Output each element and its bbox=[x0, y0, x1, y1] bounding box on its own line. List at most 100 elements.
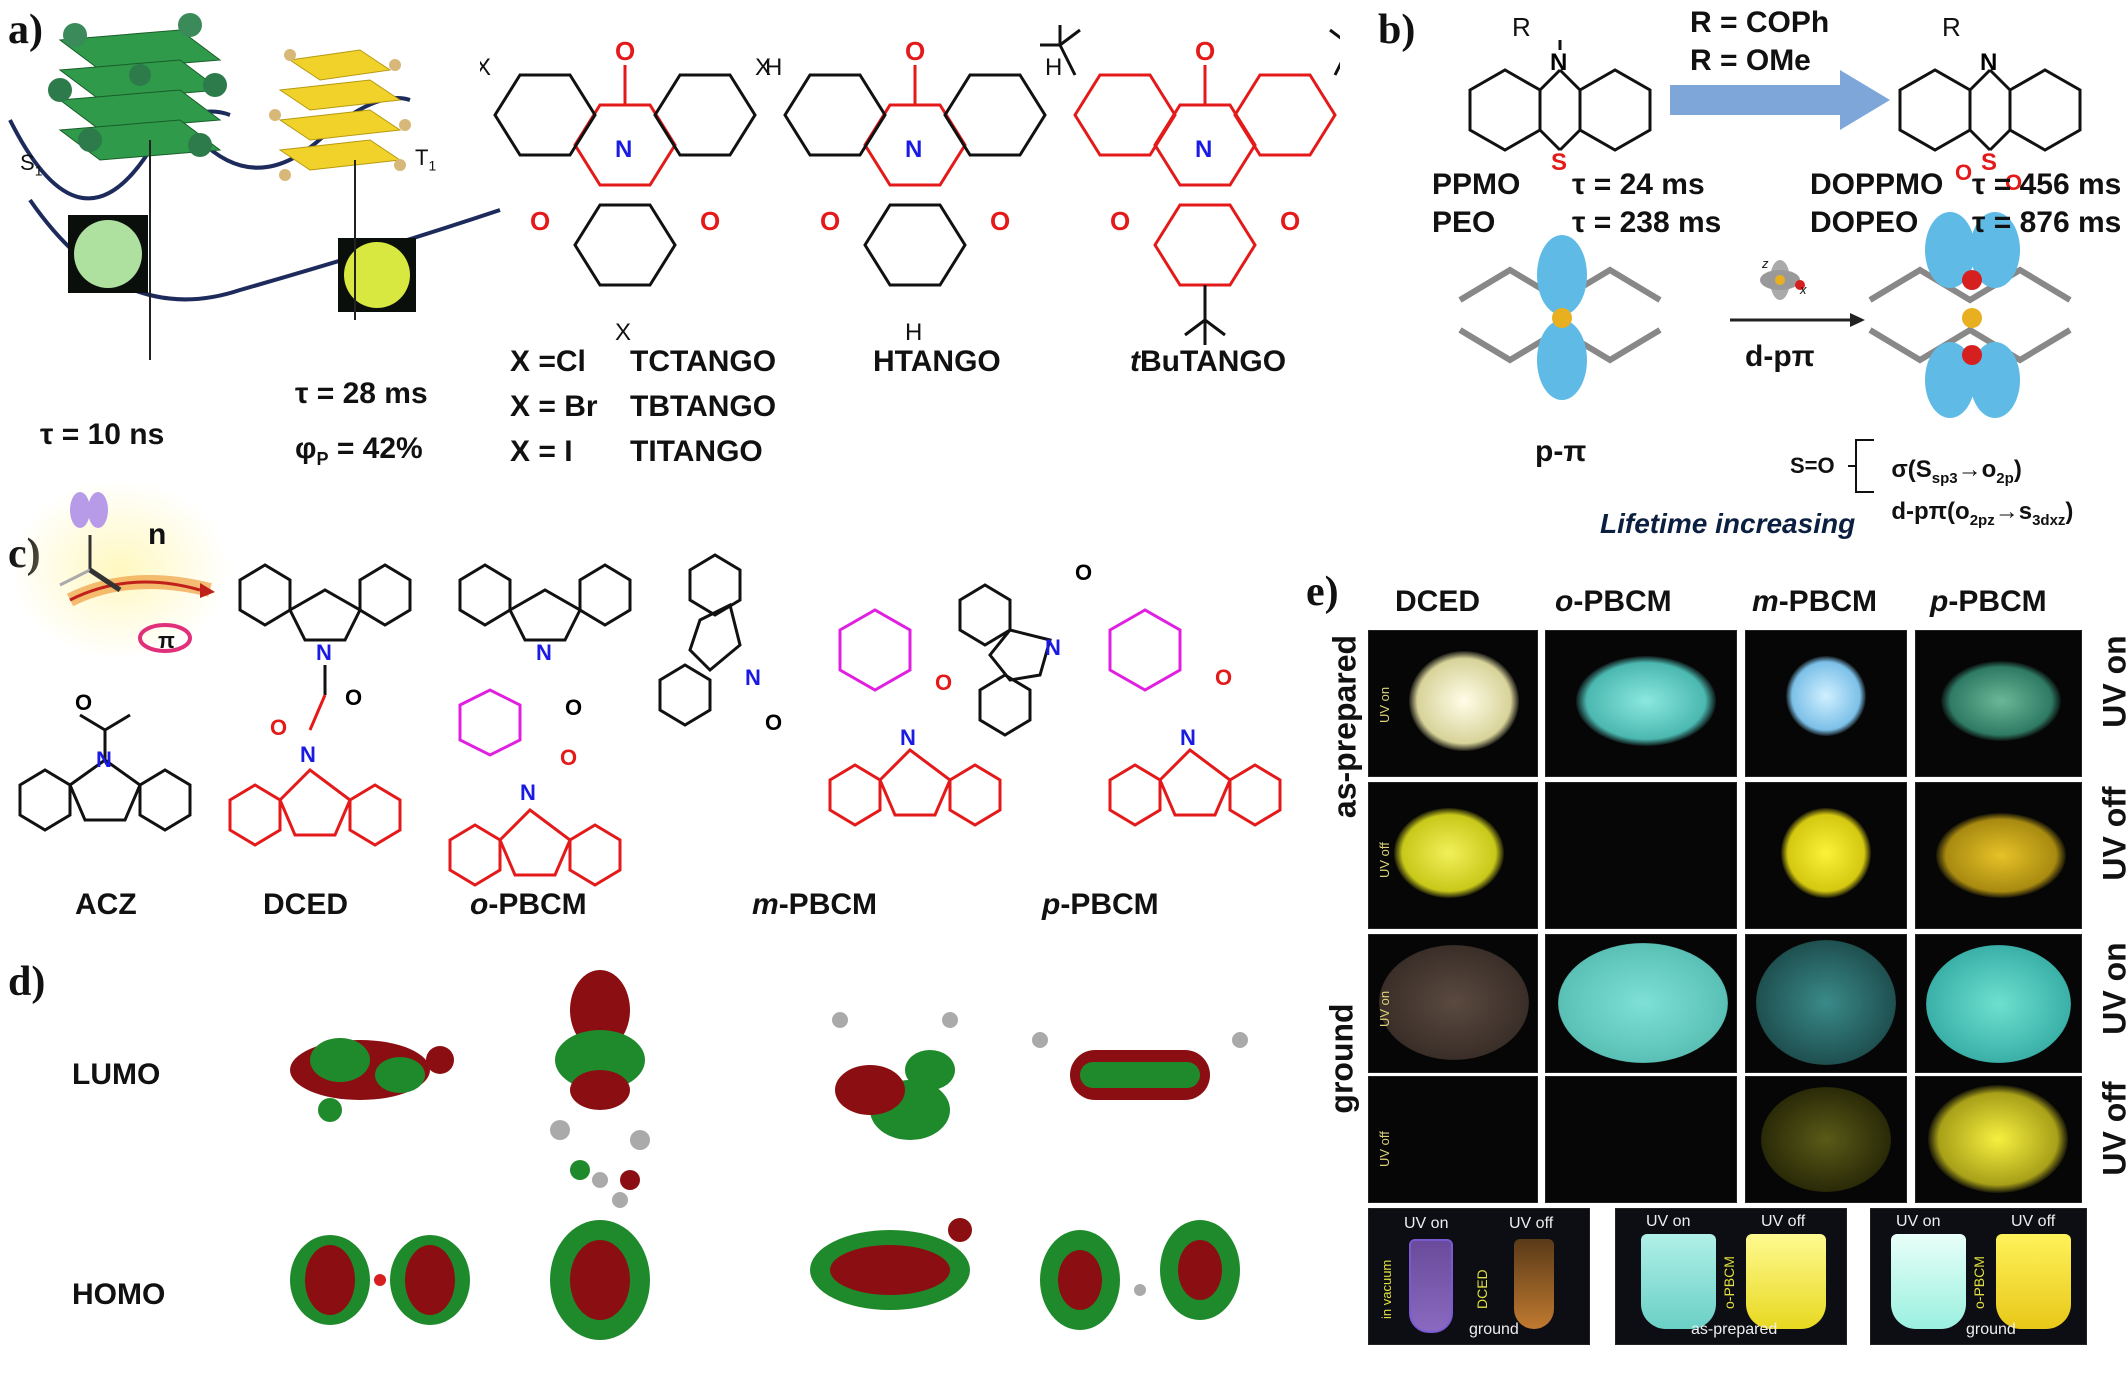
homo-o-pbcm bbox=[550, 1172, 650, 1340]
vial3-uv-on: UV on bbox=[1896, 1213, 1941, 1230]
svg-text:O: O bbox=[1110, 206, 1130, 236]
svg-text:N: N bbox=[1195, 136, 1212, 163]
svg-text:S: S bbox=[1551, 149, 1567, 176]
doppmo-label: DOPPMO bbox=[1810, 168, 1944, 201]
svg-text:N: N bbox=[745, 665, 761, 690]
homo-p-pbcm bbox=[1040, 1220, 1240, 1330]
col-header-p-pbcm: p-PBCM bbox=[1930, 585, 2047, 618]
peo-label: PEO bbox=[1432, 206, 1496, 239]
svg-text:O: O bbox=[1075, 560, 1092, 585]
panel-b-structures: N S N S O O bbox=[1458, 40, 2082, 418]
svg-text:H: H bbox=[765, 54, 782, 81]
m-pbcm-structure: N O O N bbox=[658, 553, 1002, 827]
o-pbcm-structure: N O O N bbox=[448, 563, 632, 887]
m-pbcm-label: m-PBCM bbox=[752, 888, 878, 921]
vial1-in-vacuum: in vacuum bbox=[1379, 1259, 1394, 1319]
d-ppi-label: d-pπ bbox=[1745, 340, 1815, 373]
green-stack-illustration bbox=[48, 13, 227, 161]
p-pi-label: p-π bbox=[1535, 435, 1587, 468]
d-ppi-orbital bbox=[1868, 212, 2072, 418]
t1-label: T1 bbox=[415, 145, 437, 174]
orbital-renderings bbox=[290, 970, 1248, 1340]
photo-o-pbcm-asprep-uvon bbox=[1545, 630, 1737, 777]
svg-text:O: O bbox=[905, 36, 925, 66]
p-pbcm-structure: N O O N bbox=[958, 560, 1282, 827]
doppmo-tau: τ = 456 ms bbox=[1972, 168, 2122, 201]
p-pbcm-label: p-PBCM bbox=[1042, 888, 1159, 921]
tau-fluorescence-label: τ = 10 ns bbox=[40, 418, 165, 451]
peo-tau: τ = 238 ms bbox=[1572, 206, 1722, 239]
tango-row-1-name: TCTANGO bbox=[630, 345, 777, 378]
svg-text:N: N bbox=[300, 742, 316, 767]
photo-p-pbcm-ground-uvon bbox=[1915, 934, 2082, 1073]
axis-z-label: z bbox=[1762, 256, 1769, 271]
svg-text:O: O bbox=[820, 206, 840, 236]
svg-text:N: N bbox=[900, 725, 916, 750]
svg-text:X: X bbox=[480, 54, 491, 81]
photo-m-pbcm-asprep-uvoff bbox=[1745, 782, 1907, 929]
panel-d-letter: d) bbox=[8, 959, 46, 1005]
vial1-dced: DCED bbox=[1474, 1269, 1490, 1309]
svg-text:N: N bbox=[615, 136, 632, 163]
svg-text:N: N bbox=[96, 747, 112, 772]
acz-label: ACZ bbox=[75, 888, 137, 921]
row-label-as-prepared: as-prepared bbox=[1326, 634, 1363, 819]
vial1-uv-off: UV off bbox=[1509, 1215, 1554, 1232]
svg-text:O: O bbox=[345, 685, 362, 710]
htango-structure: O O O N H H H bbox=[765, 36, 1062, 345]
lumo-p-pbcm bbox=[1032, 1032, 1248, 1100]
photo-p-pbcm-ground-uvoff bbox=[1915, 1076, 2082, 1203]
svg-text:O: O bbox=[1280, 206, 1300, 236]
tbutango-label: tBuTANGO bbox=[1130, 345, 1287, 378]
vial1-ground: ground bbox=[1469, 1321, 1519, 1338]
tango-row-3-name: TITANGO bbox=[630, 435, 763, 468]
vial-photo-dced: UV on UV off in vacuum DCED ground bbox=[1368, 1208, 1590, 1345]
r-label-left: R bbox=[1512, 12, 1531, 42]
svg-text:O: O bbox=[1955, 160, 1972, 185]
svg-text:N: N bbox=[316, 640, 332, 665]
svg-text:O: O bbox=[615, 36, 635, 66]
lifetime-increasing-label: Lifetime increasing bbox=[1600, 508, 1856, 539]
acz-structure: N O bbox=[18, 690, 192, 832]
p-pi-orbital bbox=[1458, 235, 1662, 400]
col-header-o-pbcm: o-PBCM bbox=[1555, 585, 1672, 618]
svg-text:S: S bbox=[1981, 149, 1997, 176]
svg-text:O: O bbox=[565, 695, 582, 720]
tbutango-structure: O O O N bbox=[1040, 25, 1340, 345]
photo-dced-ground-uvon: UV on bbox=[1368, 934, 1538, 1073]
dced-label: DCED bbox=[263, 888, 349, 921]
svg-text:O: O bbox=[1195, 36, 1215, 66]
tango-structures: O O O N X X X O O O N H H H O O O N bbox=[480, 25, 1340, 345]
n-label: n bbox=[148, 518, 167, 551]
svg-text:O: O bbox=[700, 206, 720, 236]
lumo-m-pbcm bbox=[832, 1012, 958, 1140]
row-right-uv-off-1: UV off bbox=[2096, 786, 2128, 881]
vial1-uv-on: UV on bbox=[1404, 1215, 1449, 1232]
tango-row-2-name: TBTANGO bbox=[630, 390, 777, 423]
svg-text:N: N bbox=[905, 136, 922, 163]
vial3-o-pbcm: o-PBCM bbox=[1971, 1256, 1987, 1309]
photo-dced-asprep-uvoff: UV off bbox=[1368, 782, 1538, 929]
lumo-o-pbcm bbox=[550, 970, 650, 1190]
svg-text:N: N bbox=[536, 640, 552, 665]
svg-text:H: H bbox=[905, 319, 922, 345]
svg-text:X: X bbox=[755, 54, 771, 81]
sigma-label: σ(Ssp3→o2p) bbox=[1891, 456, 2022, 487]
dopeo-label: DOPEO bbox=[1810, 206, 1919, 239]
tango-row-1: X =Cl bbox=[510, 345, 586, 378]
s-o-label: S=O bbox=[1790, 453, 1835, 478]
tango-row-3: X = I bbox=[510, 435, 573, 468]
svg-text:O: O bbox=[2005, 170, 2022, 195]
photo-dced-asprep-uvon: UV on bbox=[1368, 630, 1538, 777]
r-ome-label: R = OMe bbox=[1690, 44, 1811, 77]
svg-text:H: H bbox=[1045, 54, 1062, 81]
tctango-structure: O O O N X X X bbox=[480, 36, 771, 345]
svg-text:N: N bbox=[520, 780, 536, 805]
svg-text:O: O bbox=[765, 710, 782, 735]
r-label-right: R bbox=[1942, 12, 1961, 42]
axis-x-label: x bbox=[1800, 282, 1807, 297]
row-right-uv-off-2: UV off bbox=[2096, 1081, 2128, 1176]
panel-a-letter: a) bbox=[8, 7, 43, 53]
svg-text:O: O bbox=[270, 715, 287, 740]
panel-c-structures: N O N O O N N O O N N O O bbox=[10, 480, 1282, 887]
